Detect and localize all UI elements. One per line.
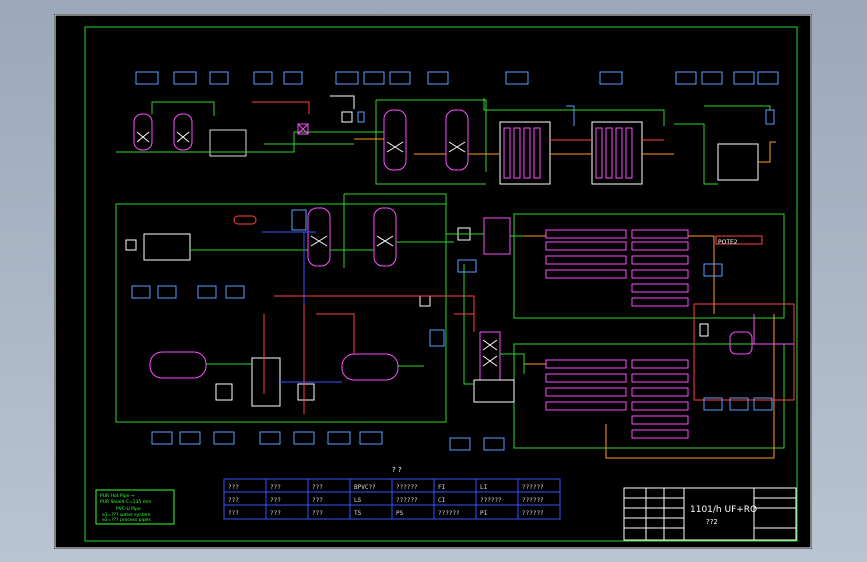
legend-cell-0-1: ??? (270, 484, 281, 491)
raw-water-tanks (116, 101, 314, 157)
legend-cell-0-5: FI (438, 484, 446, 491)
ro-array-upper (513, 213, 785, 319)
legend-cell-0-2: ??? (312, 484, 323, 491)
center-column (454, 264, 525, 403)
legend-cell-1-3: LS (354, 497, 362, 504)
legend-cell-1-1: ??? (270, 497, 281, 504)
legend-cell-1-2: ??? (312, 497, 323, 504)
uf-vessels (354, 99, 494, 185)
legend-cell-2-7: ?????? (522, 510, 544, 517)
drawing-subtitle: ??2 (706, 518, 718, 526)
drawing-title: 1101/h UF+RO (690, 505, 757, 515)
legend-cell-2-0: ??? (228, 510, 239, 517)
storage-tanks (149, 304, 424, 414)
ro-array-lower (513, 314, 785, 459)
legend-cell-1-7: ?????? (522, 497, 544, 504)
title-block: 1101/h UF+RO ??2 (623, 487, 797, 541)
legend-table: ? ? ??? ??? ??? BPVC?? ?????? FI LI ????… (223, 466, 561, 520)
legend-cell-0-6: LI (480, 484, 488, 491)
dosing-units (274, 217, 524, 314)
legend-cell-1-6: ?????? (480, 497, 502, 504)
stamp-line-1: PUR Hot Pipe → (100, 493, 135, 499)
design-stamp: PUR Hot Pipe → PUR Shield C=135 mm PVC-U… (95, 489, 175, 525)
legend-cell-2-6: PI (480, 510, 488, 517)
stamp-line-4: e1=??? water system (102, 512, 151, 518)
product-tank (674, 105, 776, 185)
instrument-tags (131, 209, 773, 451)
legend-cell-0-3: BPVC?? (354, 484, 376, 491)
legend-cell-1-5: CI (438, 497, 446, 504)
cad-drawing-sheet: POTE2 ? ? ??? ??? ??? BPVC?? ?????? FI L… (54, 14, 812, 549)
legend-cell-0-7: ?????? (522, 484, 544, 491)
cip-tank (693, 303, 795, 401)
legend-cell-2-5: ?????? (438, 510, 460, 517)
inner-frame (84, 26, 798, 542)
legend-cell-1-0: ??? (228, 497, 239, 504)
legend-cell-2-4: PS (396, 510, 404, 517)
stamp-line-2: PUR Shield C=135 mm (100, 499, 152, 505)
legend-header: ? ? (392, 466, 402, 474)
pid-diagram: POTE2 ? ? ??? ??? ??? BPVC?? ?????? FI L… (54, 14, 812, 549)
top-row-tags (135, 71, 779, 85)
pretreatment-filters (264, 95, 384, 145)
legend-cell-2-3: TS (354, 510, 362, 517)
legend-cell-0-4: ?????? (396, 484, 418, 491)
tag-pote2: POTE2 (718, 239, 738, 246)
mid-section (115, 193, 454, 423)
legend-cell-0-0: ??? (228, 484, 239, 491)
legend-cell-2-1: ??? (270, 510, 281, 517)
legend-cell-2-2: ??? (312, 510, 323, 517)
outer-frame (54, 14, 812, 549)
ro-racks-top (483, 98, 674, 185)
stamp-line-5: e2=??? process pipes (102, 517, 151, 523)
stamp-line-3: PVC-U Pipe (116, 506, 141, 512)
legend-cell-1-4: ?????? (396, 497, 418, 504)
